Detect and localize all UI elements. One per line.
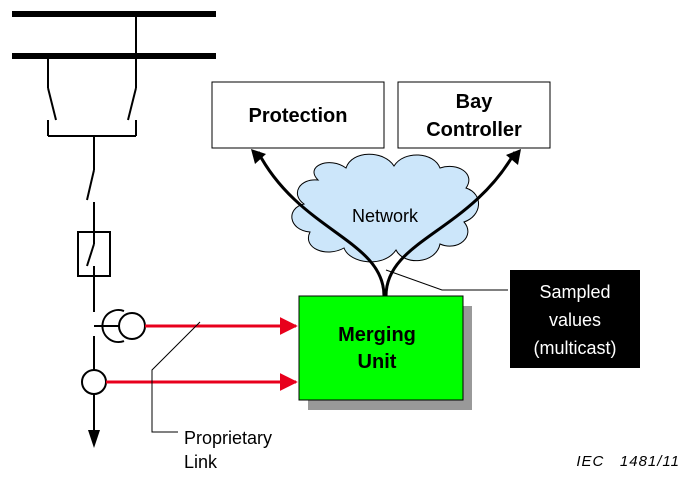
bay-controller-label-line2: Controller xyxy=(426,119,522,141)
circuit-breaker xyxy=(77,231,111,277)
disconnector-right xyxy=(127,14,137,136)
bay-controller-label-line1: Bay xyxy=(456,91,494,113)
voltage-transformer xyxy=(94,309,146,343)
bay-controller-box xyxy=(397,81,551,149)
network-path-bay-controller xyxy=(384,151,517,297)
feeder-line xyxy=(86,136,95,432)
disconnector-left xyxy=(47,56,57,136)
merging-unit-box xyxy=(298,295,464,401)
network-label: Network xyxy=(352,206,419,226)
arrowhead-bay-controller xyxy=(506,149,521,165)
feeder-arrow xyxy=(88,430,100,448)
protection-label: Protection xyxy=(249,105,348,127)
sampled-values-leader xyxy=(385,269,508,291)
sampled-values-line1: Sampled xyxy=(539,282,610,302)
network-path-protection xyxy=(256,151,386,297)
merging-unit-label-line2: Unit xyxy=(358,351,397,373)
arrowhead-protection xyxy=(251,149,266,164)
sampled-values-callout xyxy=(510,270,640,368)
figure-reference: IEC 1481/11 xyxy=(576,453,680,470)
merging-unit-label-line1: Merging xyxy=(338,324,416,346)
protection-box xyxy=(211,81,385,149)
current-transformer xyxy=(81,369,107,395)
proprietary-link-label-line1: Proprietary xyxy=(184,428,272,448)
sampled-values-line2: values xyxy=(549,310,601,330)
proprietary-link-label-line2: Link xyxy=(184,452,218,472)
sampled-values-line3: (multicast) xyxy=(533,338,616,358)
proprietary-link-leader xyxy=(151,321,201,433)
